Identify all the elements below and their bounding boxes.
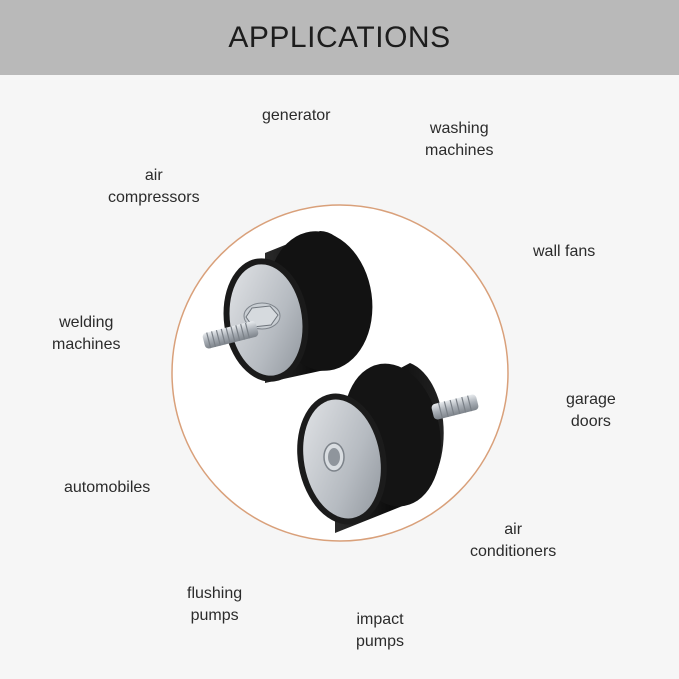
rubber-mount-bolt-icon bbox=[202, 231, 373, 383]
rubber-mount-nut-icon bbox=[297, 363, 479, 533]
header-bar: APPLICATIONS bbox=[0, 0, 679, 75]
product-photo bbox=[171, 204, 509, 542]
label-automobiles: automobiles bbox=[64, 479, 151, 496]
label-generator: generator bbox=[262, 107, 331, 124]
label-wall-fans: wall fans bbox=[533, 243, 596, 260]
page-title: APPLICATIONS bbox=[228, 20, 451, 54]
